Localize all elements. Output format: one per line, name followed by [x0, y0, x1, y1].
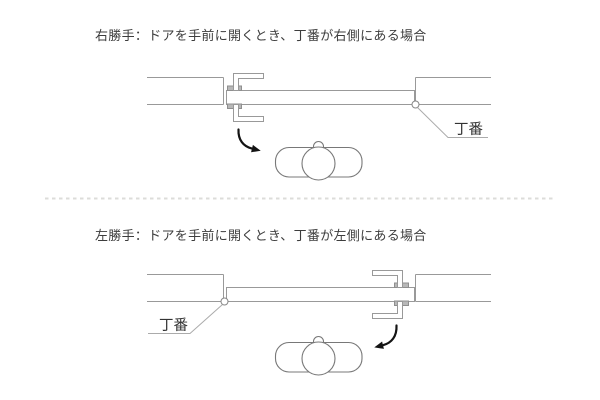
swing-arrowhead-icon — [251, 144, 261, 153]
swing-arrow-icon — [237, 128, 254, 150]
door-leaf — [226, 287, 415, 302]
hinge-leader-line — [148, 304, 223, 334]
swing-arrowhead-icon — [374, 341, 384, 349]
person-icon — [274, 335, 363, 376]
hinge-marker — [411, 100, 420, 109]
right-hand-diagram: 丁番 — [147, 73, 491, 181]
door-handle-icon — [372, 301, 403, 319]
wall-right — [415, 77, 491, 105]
hinge-label: 丁番 — [159, 317, 188, 334]
hinge-marker — [220, 297, 229, 306]
wall-left — [147, 274, 224, 302]
hinge-leader-line — [417, 107, 488, 138]
wall-left — [147, 77, 224, 105]
left-hand-heading: 左勝手：ドアを手前に開くとき、丁番が左側にある場合 — [95, 228, 427, 243]
hinge-label: 丁番 — [454, 121, 483, 138]
swing-arrow-icon — [381, 324, 398, 347]
person-icon — [274, 140, 363, 181]
door-handle-icon — [372, 270, 403, 288]
wall-right — [415, 274, 491, 302]
right-hand-heading: 右勝手：ドアを手前に開くとき、丁番が右側にある場合 — [95, 28, 427, 43]
door-leaf — [226, 90, 415, 105]
door-handle-icon — [233, 104, 264, 122]
left-hand-diagram: 丁番 — [147, 270, 491, 376]
door-handle-icon — [233, 73, 264, 91]
